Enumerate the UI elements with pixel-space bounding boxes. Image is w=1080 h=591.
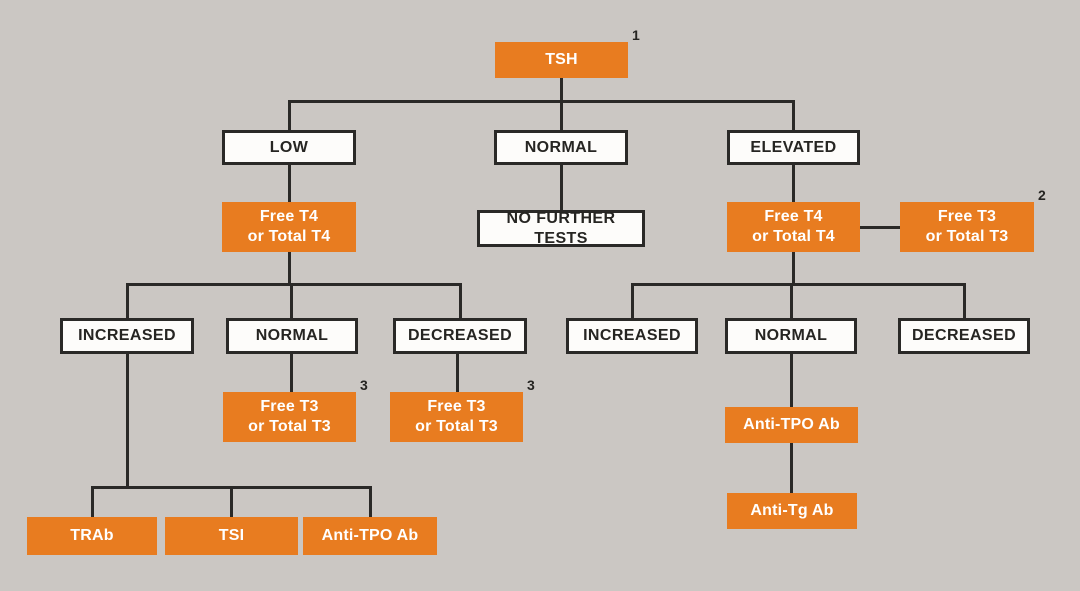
connector-freet4-freet3-right	[860, 226, 900, 229]
connector-antitpo-antitg	[790, 443, 793, 493]
node-free-t3-under-decreased-label: Free T3 or Total T3	[415, 398, 498, 435]
connector-drop-normal-right	[790, 283, 793, 318]
footnote-marker-3a: 3	[360, 377, 368, 393]
footnote-marker-3b: 3	[527, 377, 535, 393]
node-anti-tg: Anti-Tg Ab	[727, 493, 857, 529]
connector-elevated-freet4	[792, 165, 795, 202]
connector-drop-low	[288, 100, 291, 130]
connector-freet4left-down	[288, 252, 291, 286]
node-low: LOW	[222, 130, 356, 165]
node-anti-tpo-left: Anti-TPO Ab	[303, 517, 437, 555]
node-elevated-label: ELEVATED	[750, 138, 837, 156]
connector-drop-decreased-right	[963, 283, 966, 318]
node-tsh-label: TSH	[545, 51, 578, 68]
node-normal-top: NORMAL	[494, 130, 628, 165]
node-decreased-right: DECREASED	[898, 318, 1030, 354]
node-normal-top-label: NORMAL	[524, 138, 598, 156]
node-increased-right-label: INCREASED	[583, 327, 681, 344]
connector-decreasedleft-freet3	[456, 354, 459, 392]
node-free-t4-left-label: Free T4 or Total T4	[247, 208, 331, 245]
node-normal-right-label: NORMAL	[754, 327, 828, 344]
node-tsi: TSI	[165, 517, 298, 555]
connector-drop-increased-right	[631, 283, 634, 318]
node-trab: TRAb	[27, 517, 157, 555]
node-free-t3-right-label: Free T3 or Total T3	[925, 208, 1009, 245]
connector-right-horizontal	[631, 283, 966, 286]
node-tsh: TSH 1	[495, 27, 640, 78]
connector-tsh-down	[560, 78, 563, 102]
connector-drop-antitpo-left	[369, 486, 372, 517]
connector-drop-elevated	[792, 100, 795, 130]
connector-drop-decreased-left	[459, 283, 462, 318]
connector-freet4right-down	[792, 252, 795, 286]
footnote-marker-2: 2	[1038, 187, 1046, 203]
connector-left-horizontal	[126, 283, 462, 286]
node-normal-right: NORMAL	[725, 318, 857, 354]
node-tsi-label: TSI	[218, 527, 245, 544]
connector-drop-normal-left	[290, 283, 293, 318]
node-decreased-left-label: DECREASED	[407, 327, 513, 344]
node-free-t4-right-label: Free T4 or Total T4	[752, 208, 835, 245]
node-anti-tg-label: Anti-Tg Ab	[750, 502, 834, 519]
node-low-label: LOW	[269, 138, 309, 156]
node-normal-left-label: NORMAL	[255, 327, 329, 344]
connector-normal-nofurther	[560, 165, 563, 210]
node-no-further-tests-label: NO FURTHER TESTS	[506, 209, 616, 247]
node-elevated: ELEVATED	[727, 130, 860, 165]
connector-top-horizontal	[288, 100, 795, 103]
node-normal-left: NORMAL	[226, 318, 358, 354]
connector-normalright-antitpo	[790, 354, 793, 407]
connector-drop-increased-left	[126, 283, 129, 318]
node-free-t3-under-normal-label: Free T3 or Total T3	[248, 398, 331, 435]
node-decreased-right-label: DECREASED	[911, 327, 1017, 344]
node-increased-left-label: INCREASED	[78, 327, 176, 344]
node-increased-left: INCREASED	[60, 318, 194, 354]
connector-increasedleft-down	[126, 354, 129, 489]
node-trab-label: TRAb	[70, 527, 114, 544]
connector-drop-normal	[560, 100, 563, 130]
node-decreased-left: DECREASED	[393, 318, 527, 354]
node-increased-right: INCREASED	[566, 318, 698, 354]
node-free-t3-under-normal: Free T3 or Total T3 3	[223, 377, 368, 442]
node-anti-tpo-left-label: Anti-TPO Ab	[321, 527, 419, 544]
node-free-t3-under-decreased: Free T3 or Total T3 3	[390, 377, 535, 442]
connector-drop-tsi	[230, 486, 233, 517]
node-free-t4-left: Free T4 or Total T4	[222, 202, 356, 252]
node-free-t4-right: Free T4 or Total T4	[727, 202, 860, 252]
node-no-further-tests: NO FURTHER TESTS	[477, 210, 645, 247]
footnote-marker-1: 1	[632, 27, 640, 43]
node-free-t3-right: Free T3 or Total T3 2	[900, 187, 1046, 252]
connector-drop-trab	[91, 486, 94, 517]
connector-normalleft-freet3	[290, 354, 293, 392]
node-anti-tpo-right-label: Anti-TPO Ab	[743, 416, 840, 433]
connector-low-freet4	[288, 165, 291, 202]
node-anti-tpo-right: Anti-TPO Ab	[725, 407, 858, 443]
